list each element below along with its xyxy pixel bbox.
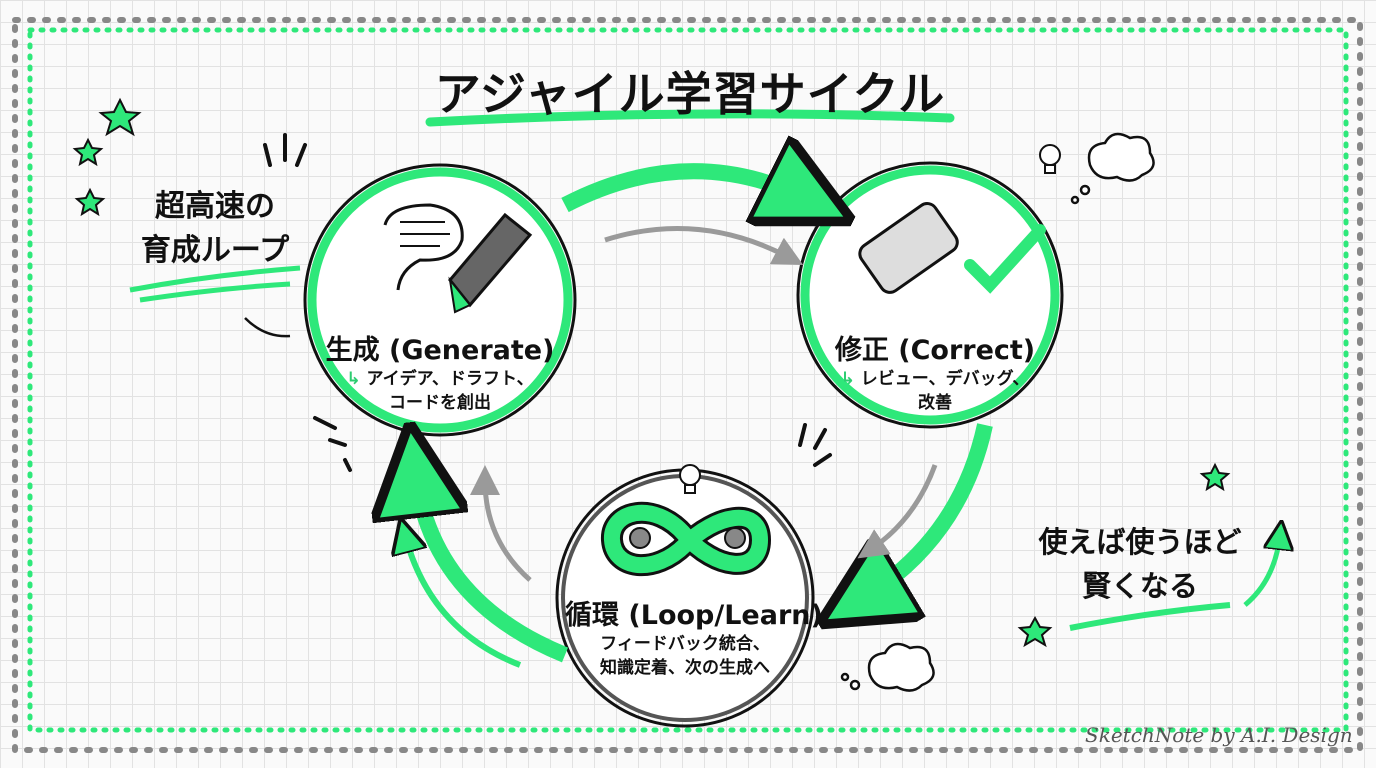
- side-note-line1: 超高速の: [155, 189, 275, 224]
- loop-heading: 循環 (Loop/Learn): [565, 600, 823, 631]
- arrow-up-smart: [1243, 535, 1280, 607]
- border-gray-dotted: [12, 17, 1363, 753]
- generate-line2: コードを創出: [389, 393, 491, 413]
- pen-icon: [448, 212, 533, 314]
- motion-lines: [263, 133, 832, 472]
- generate-heading: 生成 (Generate): [325, 335, 555, 366]
- gear-icon: [724, 527, 746, 549]
- checkmark-icon: [964, 224, 1046, 294]
- loop-node: 循環 (Loop/Learn) フィードバック統合、 知識定着、次の生成へ: [565, 593, 823, 680]
- speech-bubble-icon: [383, 203, 464, 291]
- correct-line1: レビュー、デバッグ、: [860, 369, 1030, 389]
- lightbulb-icon: [679, 144, 1061, 494]
- arrow-correct-to-loop: [860, 423, 993, 600]
- correct-node: 修正 (Correct) ↳ レビュー、デバッグ、 改善: [815, 328, 1055, 415]
- side-note: 超高速の 育成ループ: [110, 185, 320, 273]
- correct-heading: 修正 (Correct): [834, 335, 1036, 366]
- gear-icon: [629, 527, 651, 549]
- eraser-icon: [858, 202, 959, 294]
- credit-text: SketchNote by A.I. Design: [1085, 723, 1353, 747]
- sub-arrow-icon: ↳: [840, 369, 855, 389]
- border-green-dotted: [27, 27, 1349, 733]
- star-icons: [72, 97, 1231, 648]
- generate-node: 生成 (Generate) ↳ アイデア、ドラフト、 コードを創出: [320, 328, 560, 415]
- callout-line2: 賢くなる: [1081, 569, 1198, 603]
- page-title: アジャイル学習サイクル: [434, 67, 946, 121]
- generate-line1: アイデア、ドラフト、: [366, 369, 534, 389]
- correct-line2: 改善: [918, 393, 952, 413]
- arrow-generate-to-correct: [561, 171, 810, 205]
- sub-arrow-icon: ↳: [346, 369, 361, 389]
- loop-line2: 知識定着、次の生成へ: [600, 658, 770, 678]
- infinity-loop-icon: [601, 501, 772, 577]
- cloud-icon: [840, 132, 1155, 692]
- side-underline: [129, 265, 301, 303]
- loop-line1: フィードバック統合、: [600, 634, 770, 654]
- arrow-loop-to-generate: [415, 470, 569, 663]
- correct-circle: [800, 165, 1060, 425]
- title-underline: [425, 109, 955, 127]
- side-note-line2: 育成ループ: [140, 233, 290, 268]
- side-arrow: [244, 317, 291, 338]
- smart-callout: 使えば使うほど 賢くなる: [1010, 520, 1270, 608]
- callout-line1: 使えば使うほど: [1038, 525, 1242, 559]
